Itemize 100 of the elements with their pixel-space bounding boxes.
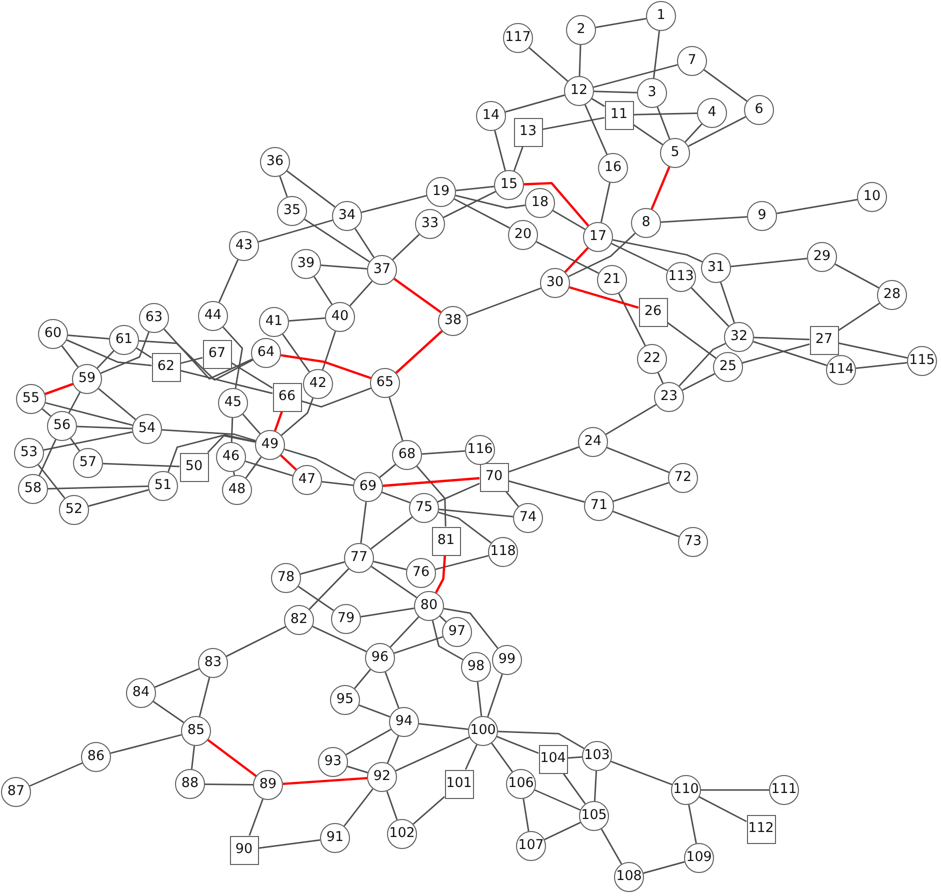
circle-node: 8 (631, 208, 661, 238)
circle-node: 118 (488, 537, 518, 567)
circle-node: 76 (406, 558, 436, 588)
edge-line (508, 446, 580, 473)
edge-line (70, 438, 80, 452)
circle-node: 24 (578, 427, 608, 457)
circle-node: 53 (14, 438, 44, 468)
square-node: 50 (180, 452, 208, 482)
edge-line (564, 247, 589, 273)
circle-node: 25 (713, 352, 743, 382)
edge-line (245, 460, 293, 476)
edge-line (422, 450, 466, 455)
circle-node: 45 (218, 388, 248, 418)
circle-node: 97 (442, 617, 472, 647)
circle-node: 80 (414, 591, 444, 621)
circle-node: 117 (503, 23, 533, 53)
edge-line (242, 414, 261, 434)
edge-line (102, 462, 180, 468)
edge-line (386, 736, 400, 764)
circle-node: 3 (637, 78, 667, 108)
circle-node: 16 (598, 153, 628, 183)
circle-node: 58 (18, 474, 48, 504)
edge-line (370, 516, 413, 550)
edge-line (395, 330, 443, 374)
edge-line (346, 728, 392, 756)
square-node: 62 (152, 352, 180, 382)
edge-line (96, 350, 114, 369)
edge-line (600, 182, 611, 222)
edge-line (347, 766, 368, 774)
circle-node: 28 (877, 280, 907, 310)
square-node: 104 (538, 744, 568, 774)
edge-line (392, 234, 420, 260)
circle-node: 34 (332, 201, 362, 231)
edge-line (279, 176, 288, 198)
edge-line (567, 756, 582, 759)
edge-line (349, 280, 373, 306)
edge-line (496, 736, 539, 754)
square-node: 90 (230, 836, 258, 864)
edge-line (856, 362, 908, 370)
edge-line (370, 566, 418, 598)
circle-node: 68 (392, 440, 422, 470)
circle-node: 73 (678, 527, 708, 557)
edge-line (312, 626, 367, 652)
edge-line (667, 322, 716, 359)
edge-line (437, 482, 480, 503)
edge-line (443, 190, 496, 218)
edge-line (308, 568, 350, 610)
circle-node: 37 (367, 255, 397, 285)
edge-line (300, 561, 345, 575)
edge-line (382, 492, 410, 504)
edge-line (136, 347, 152, 358)
circle-node: 1 (646, 1, 676, 31)
square-node: 26 (638, 298, 668, 326)
edge-line (258, 219, 333, 243)
edge-line (610, 760, 672, 786)
circle-node: 113 (666, 262, 696, 292)
circle-node: 110 (671, 775, 701, 805)
edge-line (594, 90, 638, 94)
circle-node: 98 (461, 652, 491, 682)
edge-line (382, 477, 480, 487)
edge-line (652, 30, 660, 78)
circle-node: 60 (38, 319, 68, 349)
edge-line (454, 198, 510, 229)
edge-line (444, 608, 498, 649)
edge-line (524, 182, 590, 226)
circle-node: 79 (331, 604, 361, 634)
edge-line (138, 340, 254, 381)
edge-line (48, 486, 148, 490)
edge-line (834, 264, 880, 288)
edge-line (593, 64, 678, 88)
circle-node: 77 (344, 543, 374, 573)
edge-line (660, 216, 748, 223)
edge-line (494, 130, 506, 171)
circle-node: 87 (1, 777, 31, 807)
circle-node: 33 (415, 209, 445, 239)
circle-node: 44 (198, 301, 228, 331)
edge-line (754, 336, 810, 340)
edge-line (704, 69, 748, 102)
edge-line (298, 586, 334, 612)
edge-line (584, 104, 608, 155)
edge-line (596, 18, 646, 28)
edge-line (633, 124, 664, 146)
square-node: 13 (514, 118, 542, 146)
edge-line (288, 317, 326, 322)
edge-line (487, 674, 503, 718)
edge-line (657, 372, 664, 384)
edge-line (690, 287, 730, 327)
edge-line (416, 466, 446, 527)
edge-line (110, 734, 182, 754)
edge-line (354, 228, 374, 258)
edge-line (218, 259, 239, 303)
edge-line (600, 828, 622, 864)
edge-line (464, 744, 478, 770)
circle-node: 88 (175, 769, 205, 799)
edge-line (594, 770, 598, 802)
edge-line (612, 239, 703, 262)
edge-line (688, 116, 746, 147)
edge-line (536, 241, 599, 274)
edge-line (322, 331, 336, 370)
circle-node: 95 (330, 685, 360, 715)
